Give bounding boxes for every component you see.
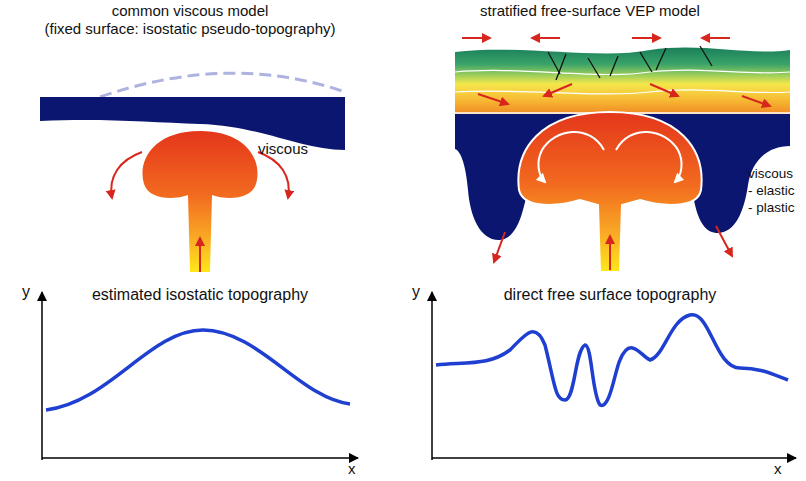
plume-circulation-arrow: [616, 132, 682, 182]
flow-arrow: [478, 94, 508, 104]
panel-heading: stratified free-surface VEP model: [480, 2, 700, 19]
y-axis: [431, 292, 433, 460]
rheology-label: viscous: [748, 166, 793, 182]
mantle-plume: [518, 112, 701, 272]
axis-label: y: [412, 283, 420, 301]
stratified-layers: [455, 47, 790, 114]
rheology-label: - plastic: [748, 200, 795, 216]
flow-arrow: [742, 96, 770, 106]
panel-heading: common viscous model: [112, 2, 269, 19]
surface-arrow: [462, 37, 490, 39]
flow-arrow: [609, 236, 611, 270]
graph-title: estimated isostatic topography: [92, 286, 308, 304]
axis-label: x: [774, 460, 782, 477]
surface-arrow: [702, 37, 730, 39]
fault-lines: [548, 46, 712, 80]
y-axis: [41, 292, 43, 460]
rheology-label: - elastic: [748, 183, 795, 199]
flow-arrow: [650, 84, 678, 96]
mantle-plume: [142, 131, 257, 272]
x-axis: [432, 457, 796, 459]
graph-title: direct free surface topography: [504, 286, 717, 304]
layer-boundary: [455, 90, 790, 94]
axis-label: y: [22, 283, 30, 301]
flow-arrow: [199, 238, 201, 272]
axis-label: x: [348, 460, 356, 477]
topography-curve: [46, 330, 350, 410]
flow-arrow: [494, 232, 505, 262]
surface-arrow: [532, 37, 560, 39]
surface-arrow: [632, 37, 660, 39]
x-axis: [42, 457, 358, 459]
pseudo-topography-dash: [100, 73, 345, 97]
topography-curve: [436, 315, 788, 406]
flow-arrow: [716, 226, 732, 256]
layer-boundary: [455, 70, 790, 75]
plume-circulation-arrow: [538, 132, 604, 182]
flow-arrow: [544, 84, 572, 96]
rheology-label: viscous: [258, 140, 308, 157]
flow-arrow: [258, 152, 289, 198]
panel-subheading: (fixed surface: isostatic pseudo-topogra…: [45, 20, 336, 37]
flow-arrow: [111, 152, 142, 198]
